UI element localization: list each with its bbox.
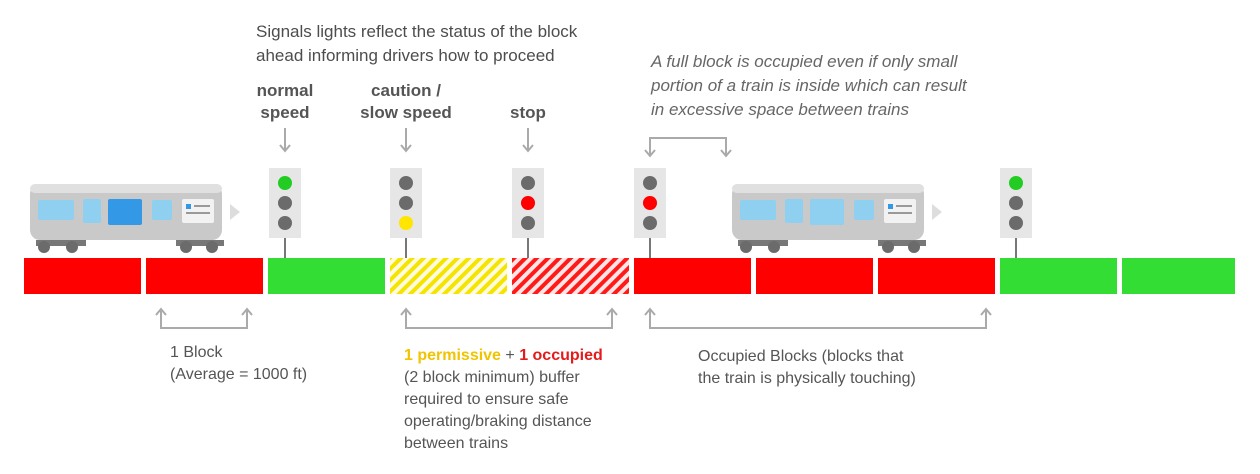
block-4-permissive [390, 258, 507, 294]
signal-label-stop: stop [498, 102, 558, 124]
block-8 [878, 258, 995, 294]
caption-line: Signals lights reflect the status of the… [256, 22, 578, 41]
plus-sign: + [500, 347, 520, 364]
block-9 [1000, 258, 1117, 294]
signal-label-normal: normal speed [245, 80, 325, 124]
annotation-line: 1 permissive + 1 occupied [404, 345, 603, 367]
signal-label-line: stop [510, 103, 546, 122]
full-block-note: A full block is occupied even if only sm… [651, 50, 967, 122]
arrow-down-icon [400, 128, 412, 153]
annotation-line: operating/braking distance [404, 413, 592, 430]
occupied-label: 1 occupied [519, 347, 603, 364]
block-5-occupied-hatched [512, 258, 629, 294]
block-bracket [155, 307, 253, 329]
block-2 [146, 258, 263, 294]
note-line: portion of a train is inside which can r… [651, 76, 967, 95]
block-annotation: 1 Block (Average = 1000 ft) [170, 342, 307, 386]
permissive-label: 1 permissive [404, 347, 501, 364]
annotation-line: between trains [404, 435, 509, 452]
buffer-annotation: 1 permissive + 1 occupied (2 block minim… [404, 345, 603, 455]
note-line: in excessive space between trains [651, 100, 909, 119]
signal-label-line: normal [256, 81, 314, 100]
annotation-line: the train is physically touching) [698, 370, 916, 387]
train-icon [30, 184, 240, 253]
block-3 [268, 258, 385, 294]
signal-stop [512, 168, 544, 258]
block-6 [634, 258, 751, 294]
annotation-line: 1 Block [170, 344, 223, 361]
signal-label-line: caution / [371, 81, 441, 100]
signal-label-caution: caution / slow speed [351, 80, 461, 124]
signal-normal-speed [269, 168, 301, 258]
track-blocks [24, 258, 1235, 294]
signal-stop-2 [634, 168, 666, 258]
annotation-line: (2 block minimum) buffer [404, 369, 580, 386]
top-caption: Signals lights reflect the status of the… [256, 20, 577, 68]
signal-caution [390, 168, 422, 258]
signal-label-line: speed [260, 103, 310, 122]
train-icon [732, 184, 942, 253]
occupied-annotation: Occupied Blocks (blocks that the train i… [698, 346, 916, 390]
block-10 [1122, 258, 1235, 294]
annotation-line: required to ensure safe [404, 391, 569, 408]
note-bracket [644, 137, 732, 158]
annotation-line: (Average = 1000 ft) [170, 366, 308, 383]
signal-label-line: slow speed [360, 103, 452, 122]
occupied-bracket [644, 307, 992, 329]
signal-normal-speed-2 [1000, 168, 1032, 258]
block-7 [756, 258, 873, 294]
arrow-down-icon [279, 128, 291, 153]
buffer-bracket [400, 307, 618, 329]
caption-line: ahead informing drivers how to proceed [256, 46, 555, 65]
block-1 [24, 258, 141, 294]
arrow-down-icon [522, 128, 534, 153]
annotation-line: Occupied Blocks (blocks that [698, 348, 904, 365]
note-line: A full block is occupied even if only sm… [651, 52, 958, 71]
